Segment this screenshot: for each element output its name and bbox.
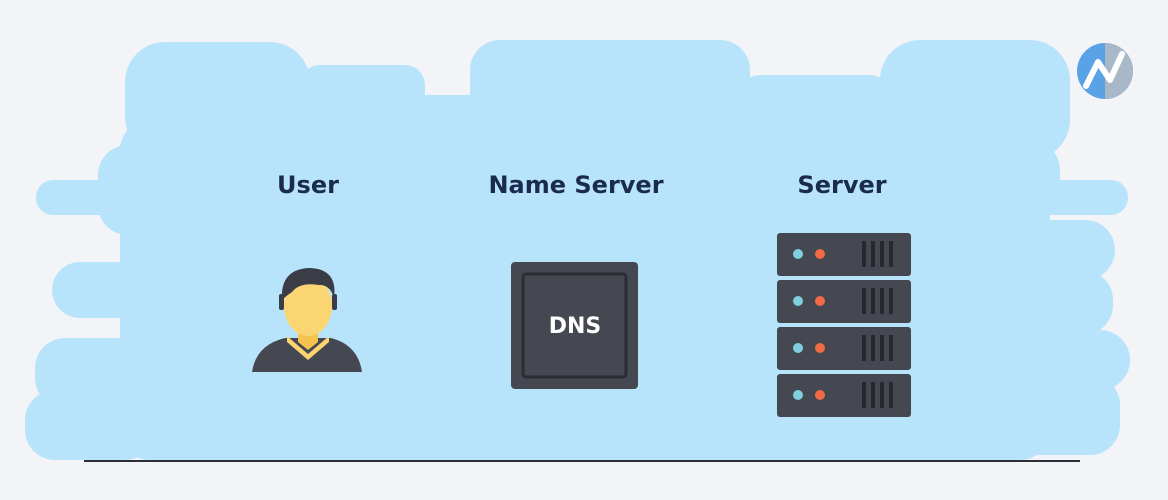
name-server-label: Name Server	[488, 171, 664, 199]
server-label: Server	[797, 171, 887, 199]
dns-badge-text: DNS	[548, 314, 602, 339]
server-rack-icon	[777, 233, 911, 417]
cloud-background	[25, 40, 1130, 460]
brand-logo-icon	[1077, 43, 1133, 99]
user-label: User	[277, 171, 339, 199]
user-icon	[252, 268, 362, 372]
dns-server-icon	[511, 262, 638, 389]
